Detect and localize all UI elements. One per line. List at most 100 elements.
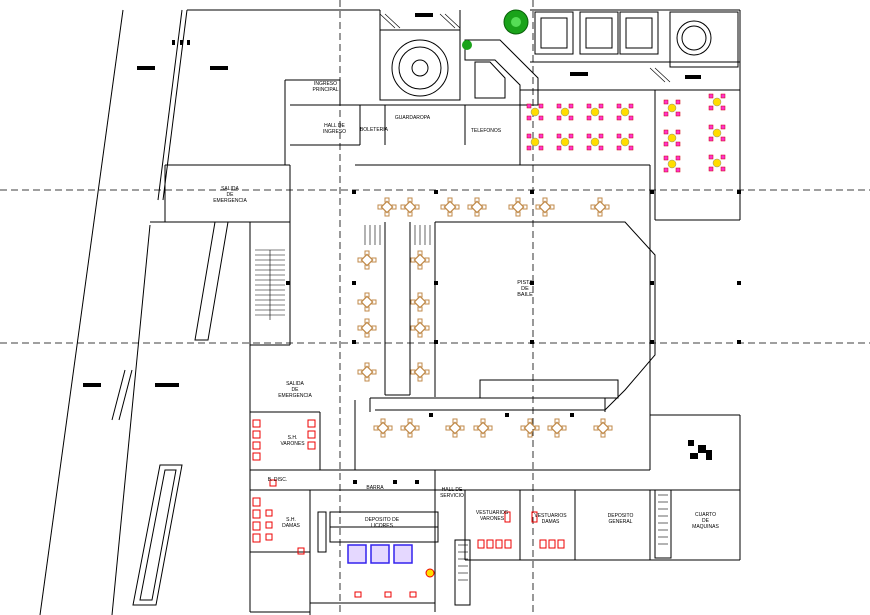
label-cuarto-maquinas: CUARTO DE MAQUINAS [692, 512, 719, 530]
columns [286, 190, 741, 484]
rotunda-circle [676, 20, 712, 56]
ramp-curved [464, 39, 539, 106]
sanitary-fixture [307, 430, 316, 439]
service-stair [454, 539, 471, 606]
table-set [400, 197, 420, 217]
sanitary-fixture [307, 419, 316, 428]
label-salida-emergencia-top: SALIDA DE EMERGENCIA [213, 186, 247, 204]
sanitary-fixture [252, 430, 261, 439]
sanitary-fixture [504, 539, 512, 549]
sanitary-fixture [477, 539, 485, 549]
sanitary-fixture [265, 521, 273, 529]
table-set [410, 292, 430, 312]
table-set [508, 197, 528, 217]
street-edge-line [162, 9, 188, 201]
service-stair [654, 489, 672, 559]
label-salida-emergencia-bottom: SALIDA DE EMERGENCIA [278, 381, 312, 399]
sanitary-fixture [252, 441, 261, 450]
restaurant-table [586, 103, 604, 121]
label-guardarropa: GUARDAROPA [394, 115, 431, 121]
restaurant-table [556, 133, 574, 151]
label-deposito-general: DEPOSITO GENERAL [607, 513, 634, 525]
table-set [373, 418, 393, 438]
rotunda-circle [681, 25, 707, 51]
label-telefonos: TELEFONOS [470, 128, 502, 134]
top-room [669, 11, 739, 68]
restaurant-table-group [526, 93, 726, 173]
street-edge-line [39, 9, 124, 615]
top-room [534, 11, 574, 55]
table-set [400, 418, 420, 438]
vestibule [474, 61, 506, 99]
table-set [590, 197, 610, 217]
restaurant-table [663, 99, 681, 117]
street-edge-line [111, 369, 126, 421]
sanitary-fixture [269, 479, 277, 487]
rotunda-circle [398, 46, 442, 90]
label-ingreso-principal: INGRESO PRINCIPAL [312, 81, 339, 93]
label-hall-servicio: HALL DE SERVICIO [440, 487, 464, 499]
rotunda-room [379, 29, 461, 101]
tree-icon [462, 9, 529, 50]
shelf [317, 511, 327, 553]
sanitary-fixture [531, 511, 538, 523]
table-set [410, 250, 430, 270]
stage-platform [479, 379, 619, 399]
ramp [139, 469, 177, 601]
table-set [473, 418, 493, 438]
table-set [357, 318, 377, 338]
table-set [357, 362, 377, 382]
table-set [520, 418, 540, 438]
ramp [194, 221, 229, 341]
table-set [547, 418, 567, 438]
label-b-disc: B. DISC. [267, 477, 288, 483]
sanitary-fixture [252, 452, 261, 461]
sanitary-fixture [495, 539, 503, 549]
sanitary-fixture [265, 509, 273, 517]
label-vestuarios-damas: VESTUARIOS DAMAS [534, 513, 567, 525]
restaurant-table [586, 133, 604, 151]
restaurant-table [616, 103, 634, 121]
restaurant-table [526, 133, 544, 151]
table-set [410, 318, 430, 338]
restaurant-table [708, 124, 726, 142]
sanitary-fixture [548, 539, 556, 549]
table-set [377, 197, 397, 217]
label-vestuarios-varones: VESTUARIOS VARONES [475, 510, 509, 522]
sanitary-fixture [252, 521, 261, 531]
table-set [535, 197, 555, 217]
label-sh-varones: S.H. VARONES [280, 435, 305, 447]
label-boleteria: BOLETERIA [359, 127, 389, 133]
table-set [357, 250, 377, 270]
restaurant-table [556, 103, 574, 121]
restaurant-table [663, 155, 681, 173]
table-set [593, 418, 613, 438]
sanitary-fixture [307, 441, 316, 450]
liquor-counter [347, 544, 435, 598]
table-set [467, 197, 487, 217]
sanitary-fixture [557, 539, 565, 549]
top-room [619, 11, 659, 55]
label-deposito-licores: DEPOSITO DE LICORES [364, 517, 400, 529]
label-hall-ingreso: HALL DE INGRESO [322, 123, 347, 135]
sanitary-fixture [297, 547, 305, 555]
sanitary-fixture [252, 419, 261, 428]
label-pista-baile: PISTA DE BAILE [517, 280, 533, 298]
ramp [132, 464, 183, 606]
restaurant-table [663, 129, 681, 147]
table-set-group [357, 197, 613, 438]
sanitary-fixture [252, 509, 261, 519]
top-room-inner [625, 17, 653, 49]
street-edge-line [111, 224, 151, 615]
table-set [440, 197, 460, 217]
dance-floor-outline [375, 221, 656, 411]
label-barra: BARRA [366, 485, 384, 491]
restaurant-table [708, 93, 726, 111]
table-set [445, 418, 465, 438]
street-edge-line [157, 9, 183, 201]
table-set [357, 292, 377, 312]
sanitary-fixture [504, 511, 511, 523]
restaurant-table [526, 103, 544, 121]
top-room-inner [540, 17, 568, 49]
